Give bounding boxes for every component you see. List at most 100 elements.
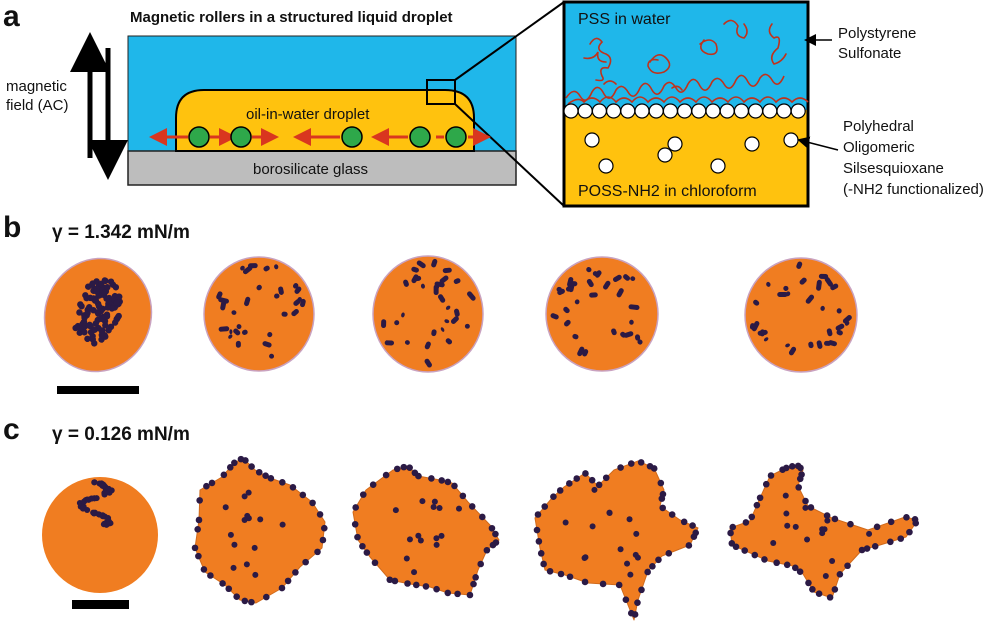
particle-chain: [267, 331, 273, 338]
particle: [78, 303, 85, 310]
particle: [444, 478, 452, 486]
droplet-body: [42, 477, 158, 593]
particle: [406, 464, 413, 471]
particle: [113, 299, 120, 306]
particle-chain: [431, 329, 437, 337]
particle: [248, 598, 255, 606]
particle: [729, 523, 737, 531]
particle: [428, 475, 435, 482]
particle: [557, 570, 565, 578]
particle-chain: [753, 299, 760, 306]
particle-chain: [256, 284, 262, 291]
particle-chain: [453, 278, 461, 285]
particle: [359, 491, 367, 498]
particle-chain: [242, 265, 253, 275]
panel-c-letter: c: [3, 413, 20, 446]
particle: [690, 533, 698, 540]
particle-chain: [796, 261, 803, 269]
particle: [627, 609, 635, 617]
particle: [903, 514, 910, 521]
particle: [809, 586, 816, 593]
particle-chain: [612, 274, 622, 283]
particle: [537, 550, 545, 557]
particle-chain: [586, 266, 592, 273]
particle: [248, 463, 255, 470]
droplet-photo: [727, 462, 920, 601]
particle: [804, 536, 811, 543]
particle-chain: [467, 291, 476, 301]
particle: [788, 462, 796, 470]
panel-b-letter: b: [3, 211, 22, 244]
particle: [617, 546, 624, 553]
particle-chain: [220, 300, 227, 311]
particle-chain: [241, 329, 248, 335]
particle: [226, 464, 234, 471]
particle-chain: [629, 319, 634, 325]
particle-chain: [564, 319, 571, 327]
particle-chain: [799, 277, 807, 285]
particle: [470, 580, 477, 588]
particle-chain: [830, 283, 839, 291]
particle-chain: [424, 358, 432, 368]
particle: [829, 558, 836, 565]
roller: [230, 126, 252, 148]
particle: [483, 546, 491, 554]
particle: [406, 536, 413, 543]
particle: [821, 526, 828, 533]
particle: [773, 559, 780, 567]
particle: [650, 465, 658, 472]
particle: [316, 511, 324, 518]
particle-chain: [842, 315, 852, 324]
particle-chain: [269, 353, 275, 359]
particle: [824, 517, 831, 524]
particle: [207, 572, 214, 579]
particle: [844, 562, 851, 570]
particle-chain: [394, 320, 400, 326]
particle: [796, 568, 804, 575]
particle: [540, 560, 547, 568]
particle: [200, 566, 208, 573]
particle-chain: [401, 312, 405, 318]
particle: [400, 463, 408, 471]
particle: [241, 493, 248, 500]
particle: [807, 504, 815, 511]
particle: [417, 537, 424, 544]
particle-chain: [240, 265, 245, 271]
particle: [194, 525, 201, 533]
particle-chain: [835, 323, 845, 331]
particle-chain: [785, 343, 790, 348]
particle-chain: [274, 293, 280, 299]
particle: [72, 324, 79, 332]
particle-chain: [424, 341, 431, 350]
particle: [422, 583, 430, 590]
particle: [191, 544, 199, 552]
roller: [341, 126, 363, 148]
particle: [858, 546, 866, 554]
particle: [431, 498, 438, 505]
particle-chain: [218, 297, 229, 304]
particle: [659, 504, 667, 512]
particle-chain: [236, 324, 242, 330]
particle: [728, 540, 736, 547]
particle: [299, 491, 307, 499]
particle-chain: [816, 340, 823, 349]
particle-chain: [384, 340, 395, 346]
field-label-2: field (AC): [6, 97, 69, 114]
particle: [106, 518, 113, 525]
particle-chain: [235, 340, 241, 348]
particle: [230, 564, 237, 571]
particle: [262, 472, 269, 479]
panel-a-letter: a: [3, 0, 20, 33]
particle: [668, 511, 676, 518]
particle: [897, 535, 905, 542]
particle: [477, 560, 484, 568]
substrate-label: borosilicate glass: [253, 161, 369, 178]
droplet-photo: [43, 257, 153, 373]
panel-b-gamma: γ = 1.342 mN/m: [52, 222, 190, 243]
droplet-photo: [744, 257, 858, 373]
particle: [831, 515, 839, 523]
particle-chain: [586, 278, 594, 288]
particle: [263, 593, 270, 601]
particle-chain: [826, 328, 833, 337]
particle: [784, 522, 791, 529]
